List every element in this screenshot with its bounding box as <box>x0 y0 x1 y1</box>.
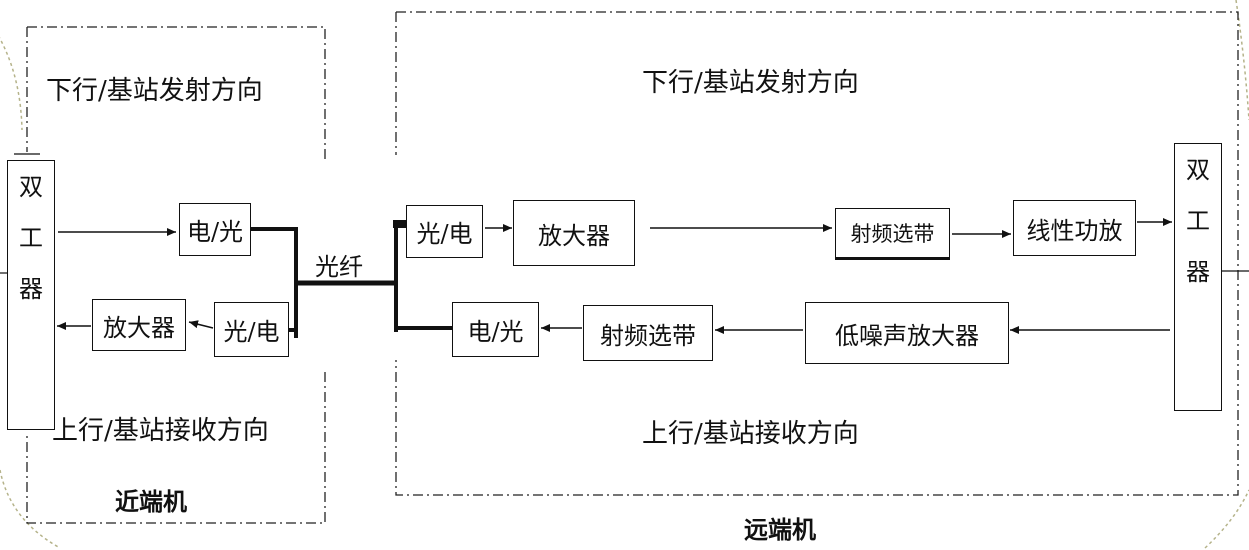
far-rf-band-select-down: 射频选带 <box>835 208 950 260</box>
near-unit-frame <box>26 26 326 524</box>
fiber-label: 光纤 <box>315 253 363 281</box>
far-amplifier: 放大器 <box>513 200 635 266</box>
far-linear-pa: 线性功放 <box>1013 200 1136 256</box>
far-unit-frame <box>395 11 1239 496</box>
near-uplink-label: 上行/基站接收方向 <box>52 416 269 446</box>
near-amplifier: 放大器 <box>92 299 186 351</box>
near-duplexer-char-1: 双 <box>19 173 43 201</box>
far-duplexer-char-2: 工 <box>1186 207 1210 235</box>
near-unit-name: 近端机 <box>115 487 187 516</box>
far-duplexer-char-1: 双 <box>1186 156 1210 184</box>
near-eo-converter: 电/光 <box>179 203 251 256</box>
near-duplexer-char-2: 工 <box>19 224 43 252</box>
near-downlink-label: 下行/基站发射方向 <box>46 76 263 106</box>
far-duplexer-char-3: 器 <box>1186 258 1210 286</box>
decorative-arc-left <box>0 37 23 131</box>
arrow-oe-to-amplifier <box>188 320 214 329</box>
near-duplexer: 双 工 器 <box>7 160 55 430</box>
far-unit-name: 远端机 <box>744 515 816 544</box>
decorative-arc-left-bottom <box>0 469 61 549</box>
near-eo-fiber-link <box>251 227 298 338</box>
near-duplexer-char-3: 器 <box>19 275 43 303</box>
far-duplexer: 双 工 器 <box>1174 143 1222 411</box>
decorative-arc-right-bottom <box>1204 489 1249 549</box>
far-rf-band-select-up: 射频选带 <box>583 305 713 361</box>
far-downlink-label: 下行/基站发射方向 <box>642 68 859 98</box>
far-uplink-label: 上行/基站接收方向 <box>642 419 859 449</box>
far-eo-converter: 电/光 <box>452 302 539 357</box>
far-lna: 低噪声放大器 <box>805 302 1009 364</box>
far-oe-converter: 光/电 <box>406 205 483 258</box>
near-oe-converter: 光/电 <box>214 302 289 357</box>
